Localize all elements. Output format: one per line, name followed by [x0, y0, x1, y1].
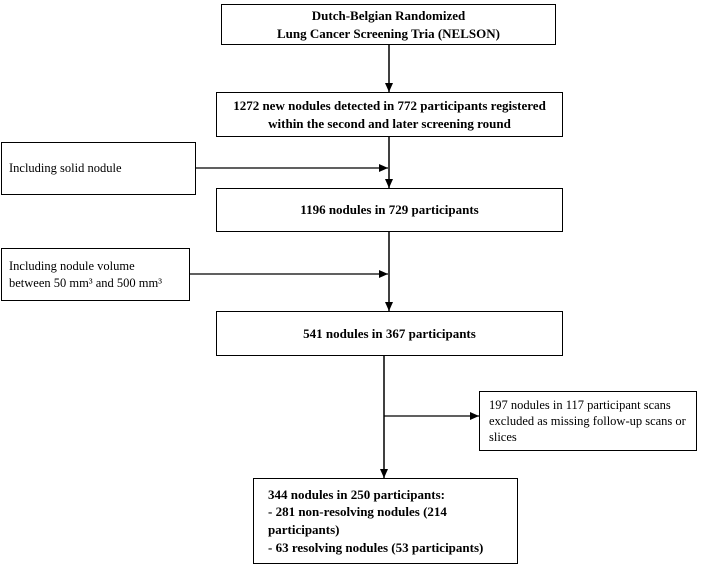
exclusion-line-1: 197 nodules in 117 participant scans: [489, 397, 671, 412]
title-box: Dutch-Belgian Randomized Lung Cancer Scr…: [221, 4, 556, 45]
step3-box: 541 nodules in 367 participants: [216, 311, 563, 356]
criterion2-box: Including nodule volume between 50 mm³ a…: [1, 248, 190, 301]
criterion1-box: Including solid nodule: [1, 142, 196, 195]
criterion2-line-2: between 50 mm³ and 500 mm³: [9, 275, 162, 290]
step1-line-1: 1272 new nodules detected in 772 partici…: [233, 97, 546, 113]
criterion1-line-1: Including solid nodule: [9, 161, 122, 176]
step3-line-1: 541 nodules in 367 participants: [303, 325, 476, 341]
title-line-2: Lung Cancer Screening Tria (NELSON): [277, 25, 500, 41]
exclusion-line-2: excluded as missing follow-up scans or: [489, 413, 686, 428]
final-line-1: 344 nodules in 250 participants:: [268, 486, 445, 502]
final-line-2: - 281 non-resolving nodules (214 partici…: [268, 504, 447, 537]
title-line-1: Dutch-Belgian Randomized: [311, 7, 466, 23]
step1-box: 1272 new nodules detected in 772 partici…: [216, 92, 563, 137]
criterion2-line-1: Including nodule volume: [9, 259, 135, 274]
final-line-3: - 63 resolving nodules (53 participants): [268, 539, 484, 555]
final-box: 344 nodules in 250 participants: - 281 n…: [253, 478, 518, 564]
step2-box: 1196 nodules in 729 participants: [216, 188, 563, 232]
step2-line-1: 1196 nodules in 729 participants: [300, 202, 479, 218]
exclusion-line-3: slices: [489, 430, 517, 445]
step1-line-2: within the second and later screening ro…: [268, 115, 511, 131]
exclusion-box: 197 nodules in 117 participant scans exc…: [479, 391, 697, 451]
